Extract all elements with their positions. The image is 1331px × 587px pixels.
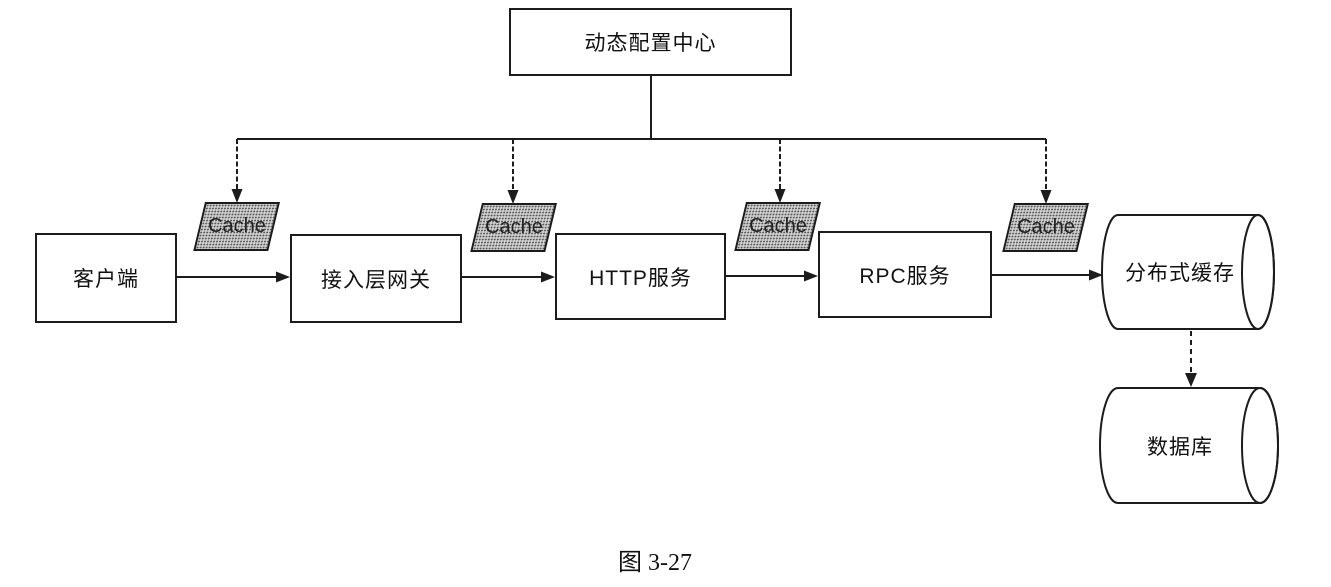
arrowhead-gateway [276, 271, 290, 283]
node-cache-store-label: 分布式缓存 [1125, 262, 1235, 285]
arrowhead-cachestore [1089, 269, 1103, 281]
cylinder-database-face [1241, 387, 1279, 504]
node-cache-3-label: Cache [748, 215, 807, 237]
arrowhead-database [1185, 373, 1197, 387]
node-http-service-label: HTTP服务 [589, 266, 692, 290]
node-http-service: HTTP服务 [555, 233, 726, 320]
node-config-center-label: 动态配置中心 [584, 32, 717, 55]
node-rpc-service: RPC服务 [818, 231, 992, 318]
node-cache-2-label: Cache [484, 216, 543, 238]
arrowhead-rpc [804, 270, 818, 282]
node-cache-1: Cache [193, 202, 280, 251]
node-rpc-service-label: RPC服务 [859, 264, 951, 288]
node-cache-2: Cache [470, 203, 557, 252]
arrowhead-http [541, 271, 555, 283]
arrowhead-cache-2 [507, 190, 519, 204]
node-client-label: 客户端 [73, 268, 139, 291]
cylinder-cache-store-face [1241, 214, 1275, 330]
node-database: 数据库 [1100, 388, 1260, 503]
node-cache-3: Cache [734, 202, 821, 251]
arrowhead-cache-3 [774, 189, 786, 203]
node-gateway: 接入层网关 [290, 234, 462, 323]
arrowhead-cache-1 [231, 189, 243, 203]
node-cache-4: Cache [1002, 203, 1089, 252]
node-cache-store: 分布式缓存 [1102, 215, 1258, 329]
node-gateway-label: 接入层网关 [321, 268, 431, 292]
node-config-center: 动态配置中心 [509, 8, 792, 76]
node-database-label: 数据库 [1147, 435, 1213, 459]
node-client: 客户端 [35, 233, 177, 323]
figure-caption: 图 3-27 [618, 550, 692, 576]
node-cache-1-label: Cache [207, 215, 266, 237]
arrowhead-cache-4 [1040, 190, 1052, 204]
node-cache-4-label: Cache [1016, 216, 1075, 238]
